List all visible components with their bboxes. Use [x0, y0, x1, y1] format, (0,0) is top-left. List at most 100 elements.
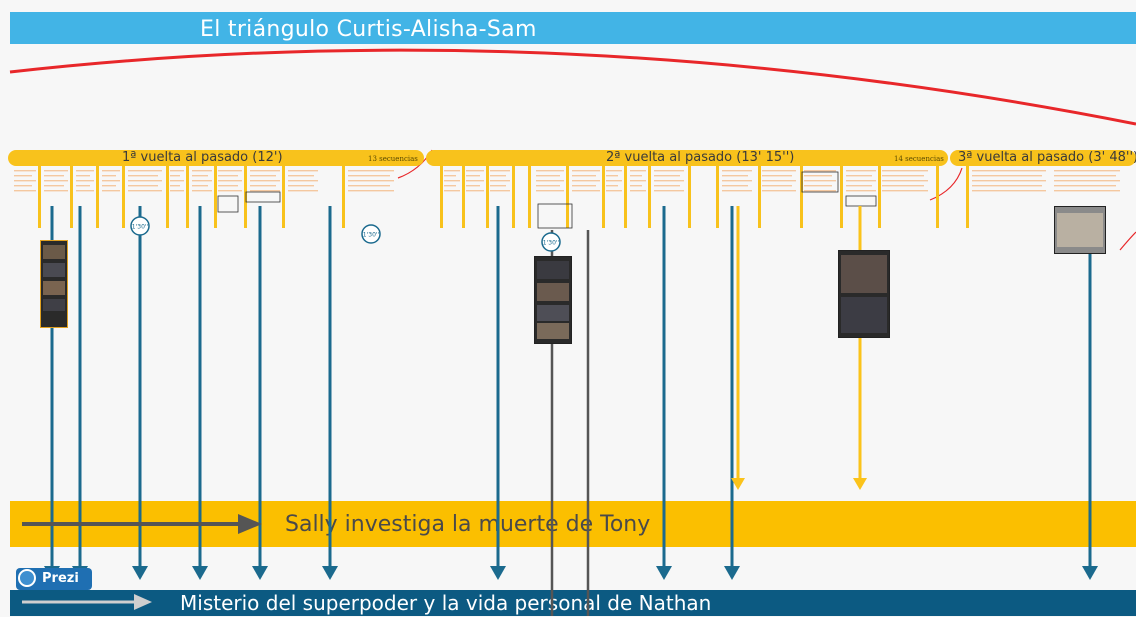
sequence-note-line: [192, 190, 212, 192]
sequence-note-line: [170, 175, 180, 177]
sequence-note-line: [722, 190, 752, 192]
sequence-note-line: [348, 190, 394, 192]
blue-arrow-head: [656, 566, 672, 580]
sequence-tick: [70, 166, 73, 228]
note-box: [801, 171, 839, 193]
sequence-note-line: [654, 185, 680, 187]
sequence-note-line: [466, 180, 484, 182]
timeline-segment-3[interactable]: 3ª vuelta al pasado (3' 48''): [950, 150, 1136, 166]
red-connector: [1119, 231, 1136, 251]
note-box: [537, 203, 573, 229]
sequence-note-line: [218, 190, 242, 192]
blue-arrow-head: [724, 566, 740, 580]
sequence-note-line: [128, 170, 162, 172]
sequence-note-line: [1054, 170, 1120, 172]
timeline-segment-2[interactable]: 2ª vuelta al pasado (13' 15'') 14 secuen…: [426, 150, 948, 166]
sequence-note-line: [102, 180, 120, 182]
timeline-segment-label: 2ª vuelta al pasado (13' 15''): [606, 150, 795, 165]
sequence-tick: [440, 166, 443, 228]
time-marker-label: 1'30'': [132, 224, 149, 231]
sequence-note-line: [722, 180, 752, 182]
nathan-band: [10, 590, 1136, 616]
sequence-note-line: [722, 175, 748, 177]
sequence-note-line: [1054, 190, 1120, 192]
sequence-note-line: [630, 185, 642, 187]
red-arc: [9, 48, 1136, 126]
sequence-note-line: [250, 190, 280, 192]
sequence-note-line: [128, 175, 158, 177]
timeline-segment-1[interactable]: 1ª vuelta al pasado (12') 13 secuencias: [8, 150, 424, 166]
scene-photo[interactable]: [1054, 206, 1106, 254]
sequence-note-line: [572, 190, 600, 192]
sequence-tick: [936, 166, 939, 228]
sequence-tick: [486, 166, 489, 228]
sequence-note-line: [192, 175, 208, 177]
blue-arrow-head: [192, 566, 208, 580]
title-band: [10, 12, 1136, 44]
time-marker: 1'30'': [541, 232, 561, 252]
sequence-note-line: [44, 185, 64, 187]
scene-photo[interactable]: [838, 250, 890, 338]
scene-photo-strip[interactable]: [534, 256, 572, 344]
sequence-note-line: [288, 180, 318, 182]
sequence-note-line: [490, 180, 510, 182]
sequence-note-line: [804, 180, 836, 182]
sequence-note-line: [536, 185, 560, 187]
sequence-note-line: [192, 185, 208, 187]
sequence-note-line: [444, 170, 460, 172]
sequence-note-line: [76, 170, 94, 172]
time-marker-label: 1'30'': [543, 240, 560, 247]
sequence-tick: [878, 166, 881, 228]
sequence-note-line: [490, 190, 510, 192]
sequence-note-line: [606, 175, 618, 177]
sequence-note-line: [44, 175, 64, 177]
sequence-note-line: [654, 190, 684, 192]
sequence-note-line: [466, 185, 480, 187]
sequence-note-line: [348, 170, 394, 172]
sequence-note-line: [972, 190, 1046, 192]
sequence-note-line: [630, 175, 642, 177]
sequence-note-line: [762, 180, 796, 182]
sequence-note-line: [572, 175, 596, 177]
sequence-note-line: [654, 175, 680, 177]
sequence-tick: [186, 166, 189, 228]
sequence-note-line: [630, 190, 646, 192]
sequence-note-line: [76, 190, 94, 192]
sequence-note-line: [348, 175, 390, 177]
sequence-tick: [840, 166, 843, 228]
sequence-note-line: [14, 170, 36, 172]
sequence-note-line: [490, 185, 506, 187]
sequence-tick: [758, 166, 761, 228]
sequence-note-line: [128, 190, 162, 192]
sequence-note-line: [128, 185, 158, 187]
sequence-note-line: [804, 175, 832, 177]
diagram-title: El triángulo Curtis-Alisha-Sam: [200, 17, 537, 42]
sequence-note-line: [630, 180, 646, 182]
sequence-note-line: [250, 185, 276, 187]
sequence-note-line: [288, 170, 318, 172]
sequence-tick: [528, 166, 531, 228]
sequence-note-line: [606, 190, 622, 192]
sequence-note-line: [14, 180, 36, 182]
sequence-note-line: [572, 180, 600, 182]
sequence-tick: [342, 166, 345, 228]
scene-photo-strip[interactable]: [40, 240, 68, 328]
sequence-note-line: [536, 170, 564, 172]
sequence-note-line: [466, 190, 484, 192]
sequence-note-line: [572, 170, 600, 172]
blue-arrow-head: [252, 566, 268, 580]
sequence-note-line: [250, 180, 280, 182]
sequence-note-line: [218, 180, 242, 182]
sequence-note-line: [972, 175, 1042, 177]
sequence-note-line: [654, 180, 684, 182]
sequence-note-line: [466, 175, 480, 177]
sequence-note-line: [444, 190, 460, 192]
prezi-badge[interactable]: Prezi: [16, 568, 92, 590]
sequence-note-line: [1054, 175, 1116, 177]
sequence-tick: [648, 166, 651, 228]
time-marker-label: 1'30'': [363, 232, 380, 239]
sequence-note-line: [218, 170, 242, 172]
sequence-note-line: [846, 190, 876, 192]
sequence-note-line: [288, 185, 314, 187]
time-marker: 1'30'': [361, 224, 381, 244]
